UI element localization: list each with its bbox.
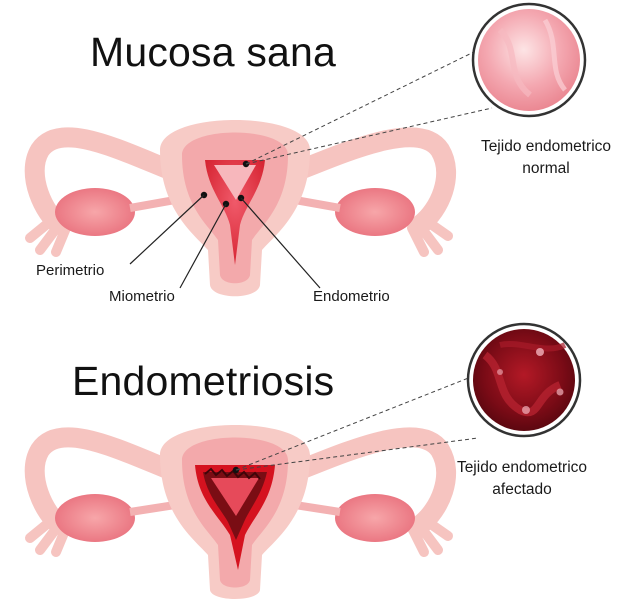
title-endometriosis: Endometriosis <box>72 358 334 405</box>
uterus-healthy <box>30 45 492 296</box>
healthy-tissue-zoom <box>473 4 585 116</box>
title-healthy: Mucosa sana <box>90 29 336 76</box>
callout-affected-line2: afectado <box>432 479 612 501</box>
label-endometrio: Endometrio <box>313 287 390 306</box>
affected-tissue-zoom <box>468 324 580 436</box>
callout-affected-line1: Tejido endometrico <box>432 457 612 479</box>
callout-affected: Tejido endometrico afectado <box>432 457 612 501</box>
uterus-endometriosis <box>30 375 478 599</box>
label-miometrio: Miometrio <box>109 287 175 306</box>
callout-healthy-line2: normal <box>456 158 634 180</box>
label-perimetrio: Perimetrio <box>36 261 104 280</box>
callout-healthy: Tejido endometrico normal <box>456 136 634 180</box>
callout-healthy-line1: Tejido endometrico <box>456 136 634 158</box>
